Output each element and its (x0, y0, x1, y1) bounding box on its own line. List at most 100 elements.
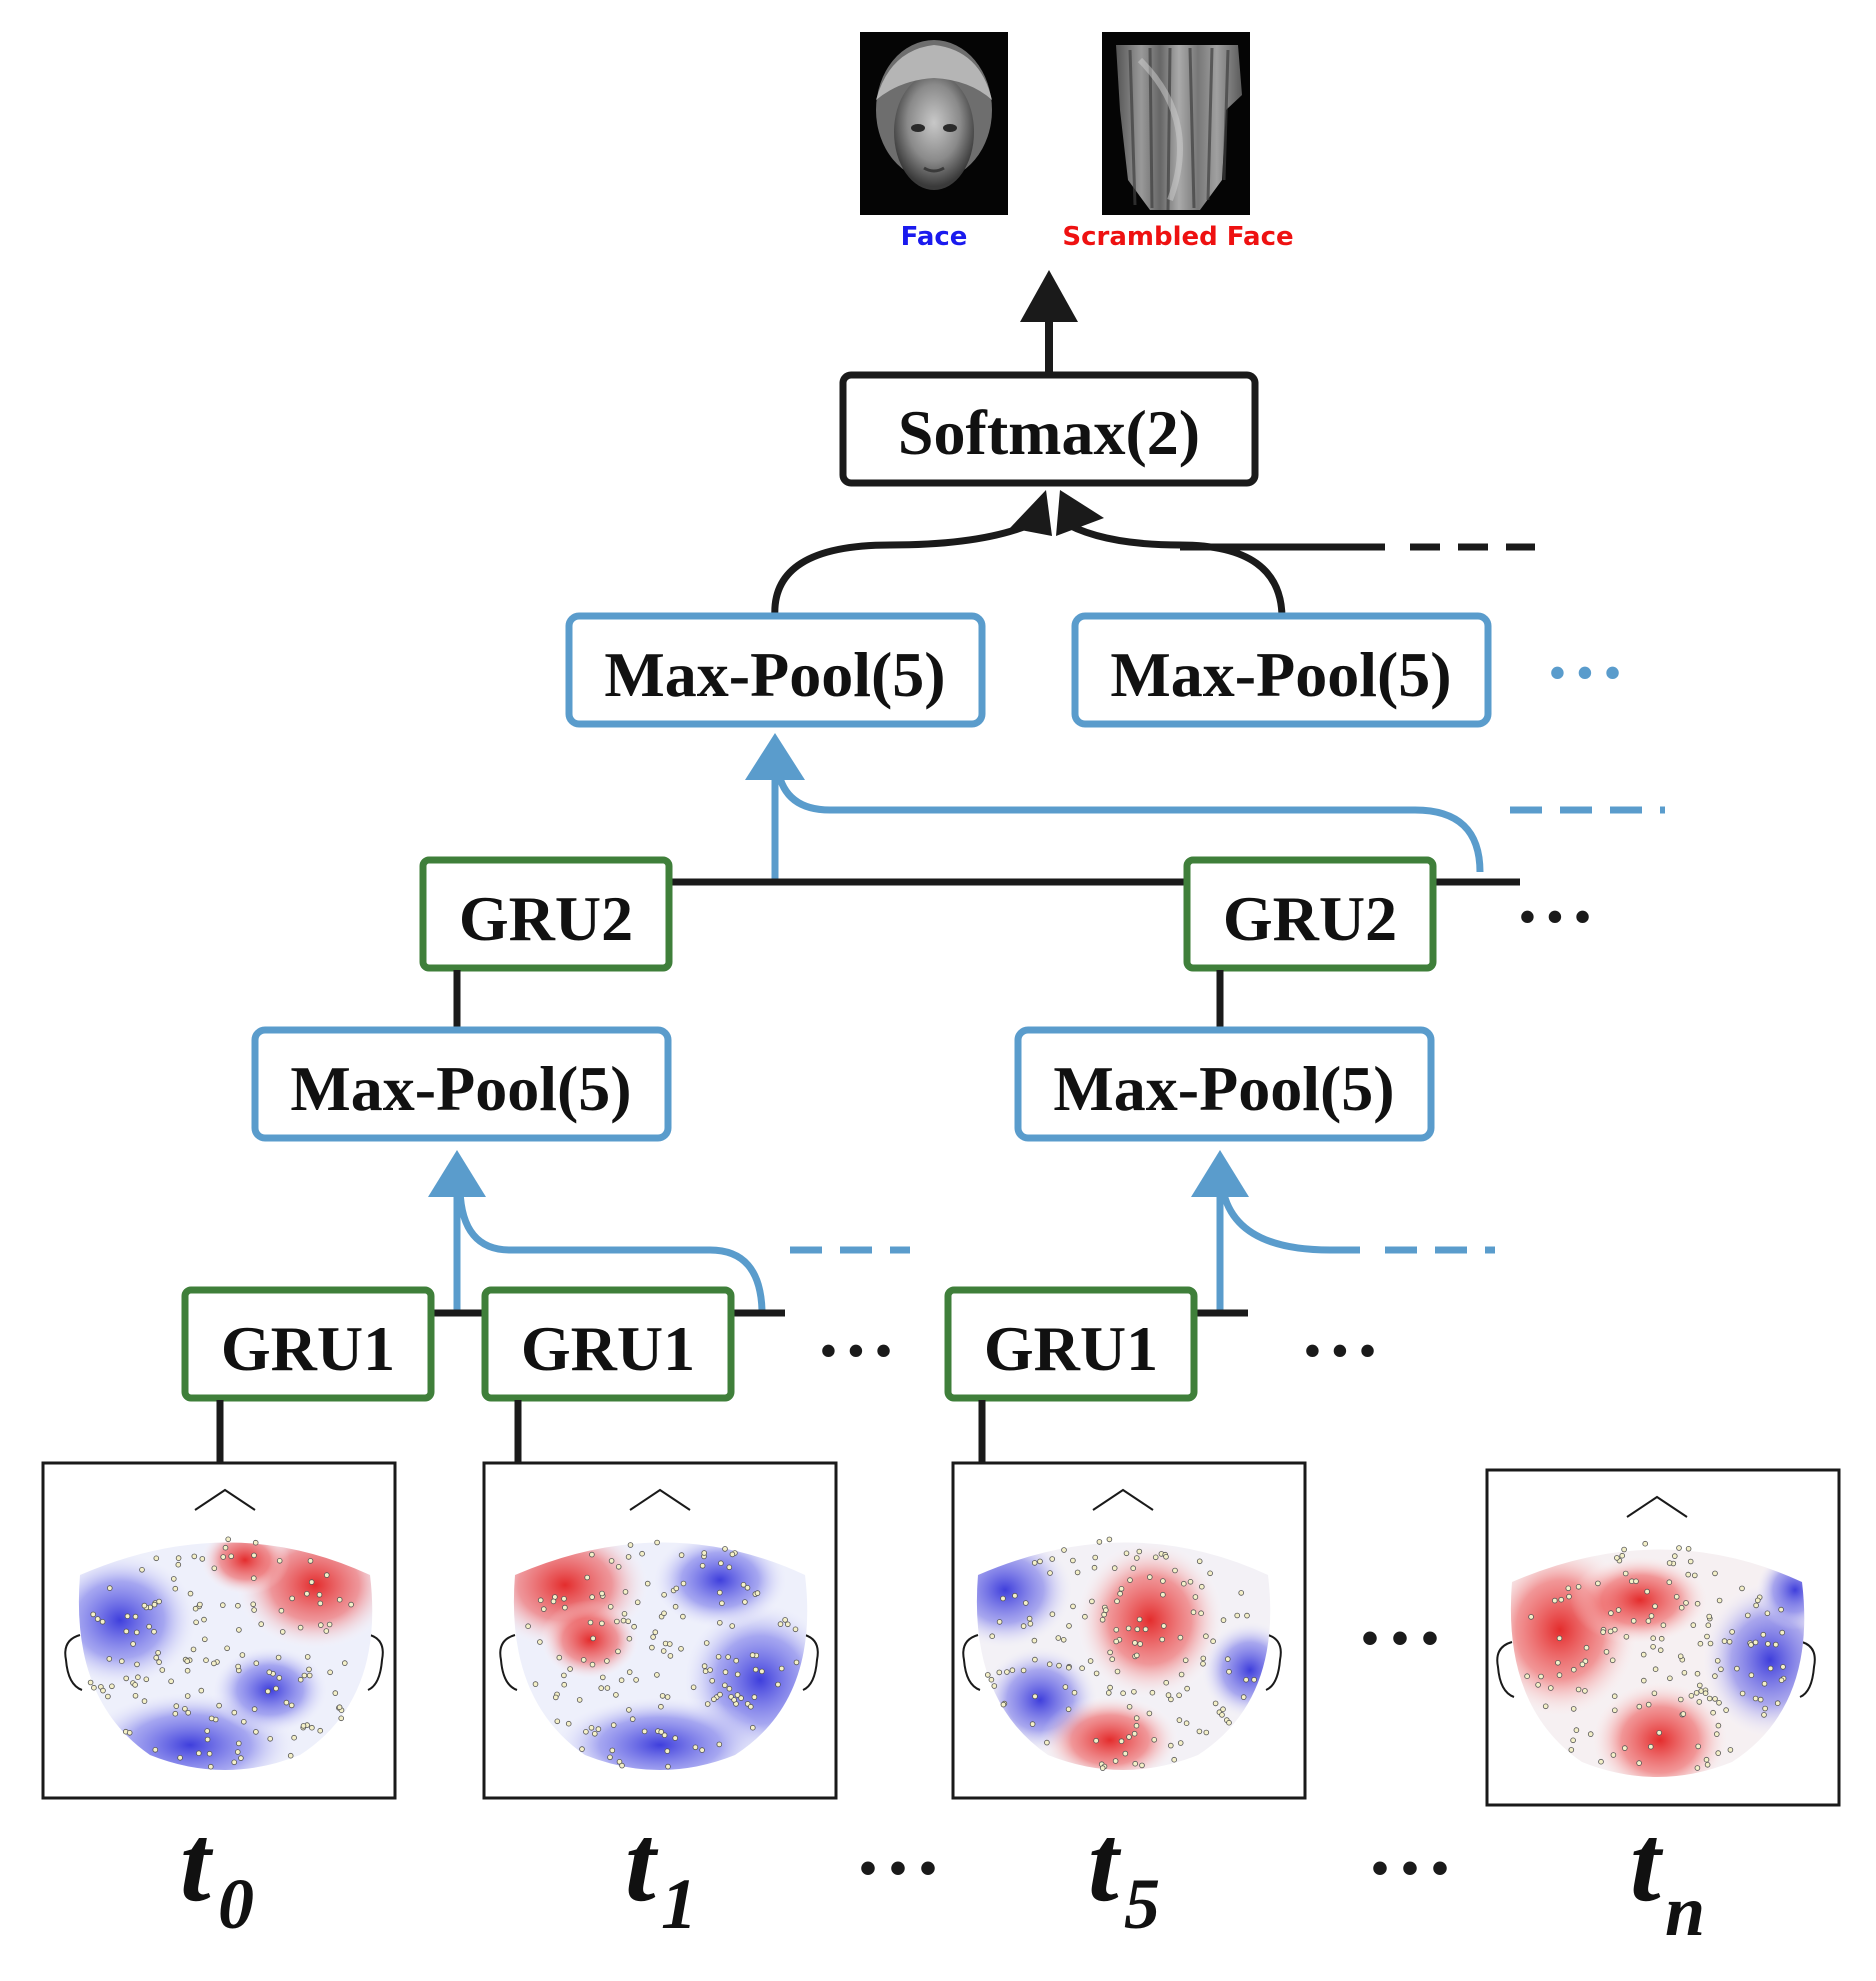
sensor-dot (258, 1621, 265, 1627)
sensor-dot (253, 1729, 259, 1735)
sensor-dot (996, 1669, 1003, 1676)
sensor-dot (660, 1648, 667, 1654)
sensor-dot (239, 1652, 246, 1658)
sensor-dot (323, 1628, 330, 1634)
sensor-dot (119, 1658, 125, 1664)
sensor-dot (132, 1682, 138, 1688)
sensor-dot (1680, 1711, 1687, 1717)
sensor-dot (1133, 1722, 1140, 1729)
sensor-dot (754, 1590, 761, 1596)
sensor-dot (278, 1607, 285, 1614)
sensor-dot (740, 1582, 747, 1588)
sensor-dot (1694, 1600, 1701, 1607)
sensor-dot (202, 1636, 208, 1643)
sensor-dot (599, 1674, 606, 1681)
sensor-dot (224, 1645, 230, 1652)
sensor-dot (1780, 1664, 1786, 1670)
sensor-dot (561, 1596, 567, 1602)
sensor-dot (1714, 1658, 1721, 1664)
sensor-dot (1200, 1655, 1207, 1662)
sensor-dot (550, 1598, 557, 1605)
face-label: Face (901, 222, 968, 252)
sensor-dot (87, 1679, 94, 1686)
sensor-dot (276, 1558, 283, 1564)
sensor-dot (1683, 1600, 1689, 1606)
sensor-dot (734, 1692, 741, 1698)
sensor-dot (1023, 1600, 1029, 1606)
sensor-dot (1690, 1622, 1697, 1628)
sensor-dot (1113, 1627, 1120, 1633)
sensor-dot (123, 1675, 129, 1682)
sensor-dot (1705, 1622, 1712, 1628)
sensor-dot (1678, 1604, 1685, 1611)
sensor-dot (1065, 1706, 1072, 1713)
sensor-dot (1752, 1695, 1759, 1702)
sensor-dot (667, 1653, 674, 1659)
sensor-dot (1020, 1623, 1027, 1629)
sensor-dot (1049, 1556, 1055, 1562)
gru1-window-curve-right (1219, 1189, 1360, 1254)
sensor-dot (1066, 1623, 1072, 1629)
sensor-dot (711, 1696, 717, 1703)
sensor-dot (988, 1676, 995, 1683)
sensor-dot (309, 1724, 315, 1731)
sensor-dot (105, 1693, 111, 1700)
sensor-dot (171, 1576, 177, 1582)
sensor-dot (126, 1730, 133, 1736)
sensor-dot (733, 1657, 739, 1664)
sensor-dot (1131, 1689, 1137, 1695)
sensor-dot (1755, 1597, 1761, 1604)
sensor-dot (1608, 1610, 1614, 1616)
sensor-dot (1573, 1727, 1580, 1733)
sensor-dot (304, 1591, 310, 1597)
sensor-dot (1623, 1634, 1630, 1640)
sensor-dot (607, 1754, 613, 1761)
sensor-dot (1764, 1610, 1771, 1617)
topomap-t5-sensors (984, 1536, 1257, 1771)
sensor-dot (537, 1597, 544, 1603)
sensor-dot (151, 1601, 158, 1608)
topomap-t1 (482, 1461, 838, 1800)
sensor-dot (1107, 1684, 1113, 1691)
sensor-dot (641, 1728, 648, 1735)
sensor-dot (731, 1697, 737, 1703)
gru2-label-right: GRU2 (1223, 883, 1397, 954)
sensor-dot (1177, 1634, 1184, 1641)
sensor-dot (749, 1724, 756, 1731)
sensor-dot (1552, 1597, 1558, 1604)
sensor-dot (1598, 1758, 1604, 1765)
sensor-dot (317, 1622, 324, 1628)
sensor-dot (1070, 1603, 1076, 1610)
sensor-dot (1032, 1656, 1038, 1663)
sensor-dot (327, 1669, 333, 1676)
sensor-dot (153, 1655, 160, 1661)
sensor-dot (220, 1602, 226, 1608)
sensor-dot (1667, 1675, 1673, 1682)
sensor-dot (672, 1735, 678, 1741)
sensor-dot (231, 1759, 238, 1766)
sensor-dot (1226, 1668, 1232, 1675)
timestep-label-t1: t 1 (625, 1802, 697, 1944)
sensor-dot (1244, 1612, 1250, 1619)
sensor-dot (235, 1663, 241, 1670)
sensor-dot (629, 1716, 636, 1722)
sensor-dot (1745, 1612, 1751, 1619)
sensor-dot (1556, 1672, 1563, 1678)
sensor-dot (190, 1646, 197, 1653)
sensor-dot (1712, 1696, 1718, 1702)
timestep-t1-main: t (625, 1802, 659, 1924)
sensor-dot (1666, 1579, 1673, 1585)
sensor-dot (326, 1621, 333, 1628)
sensor-dot (279, 1629, 286, 1635)
sensor-dot (598, 1685, 604, 1691)
sensor-dot (665, 1763, 671, 1770)
sensor-dot (615, 1564, 622, 1570)
sensor-dot (1126, 1734, 1132, 1740)
sensor-dot (1765, 1641, 1771, 1647)
sensor-dot (1207, 1570, 1213, 1577)
sensor-dot (235, 1602, 241, 1609)
sensor-dot (241, 1719, 247, 1725)
gru1-to-pool-right-arrowhead (1191, 1150, 1249, 1197)
sensor-dot (777, 1621, 784, 1627)
sensor-dot (1702, 1690, 1709, 1696)
